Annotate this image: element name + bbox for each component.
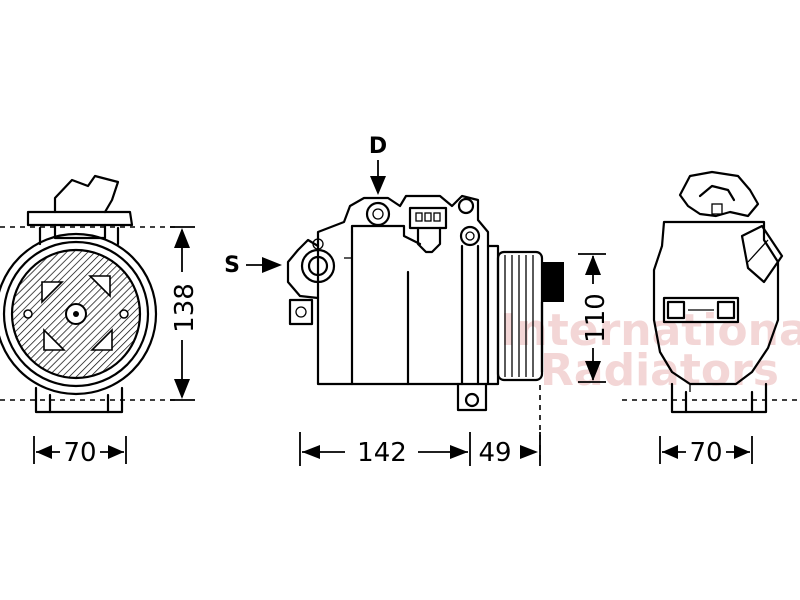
left-front-view — [0, 174, 158, 414]
dim-pulley-length: 49 — [478, 438, 511, 468]
right-rear-view — [652, 170, 784, 414]
dim-left-width: 70 — [63, 438, 96, 468]
left-dimensions: 138 70 — [33, 226, 200, 468]
dim-left-height: 138 — [170, 283, 200, 333]
middle-dimensions: 110 142 49 — [299, 253, 611, 468]
middle-side-view — [286, 194, 564, 412]
suction-port-label: S — [224, 253, 240, 278]
right-dimensions: 70 — [659, 436, 753, 468]
watermark-line-1: International — [500, 305, 800, 356]
suction-arrow-icon — [262, 257, 282, 273]
dim-right-width: 70 — [689, 438, 722, 468]
discharge-port-label: D — [369, 134, 387, 159]
discharge-arrow-icon — [370, 176, 386, 195]
port-labels: D S — [224, 134, 387, 278]
watermark-line-2: Radiators — [540, 345, 779, 396]
dim-pulley-height: 110 — [581, 293, 611, 343]
dim-body-length: 142 — [357, 438, 407, 468]
watermark: International Radiators — [500, 305, 800, 396]
